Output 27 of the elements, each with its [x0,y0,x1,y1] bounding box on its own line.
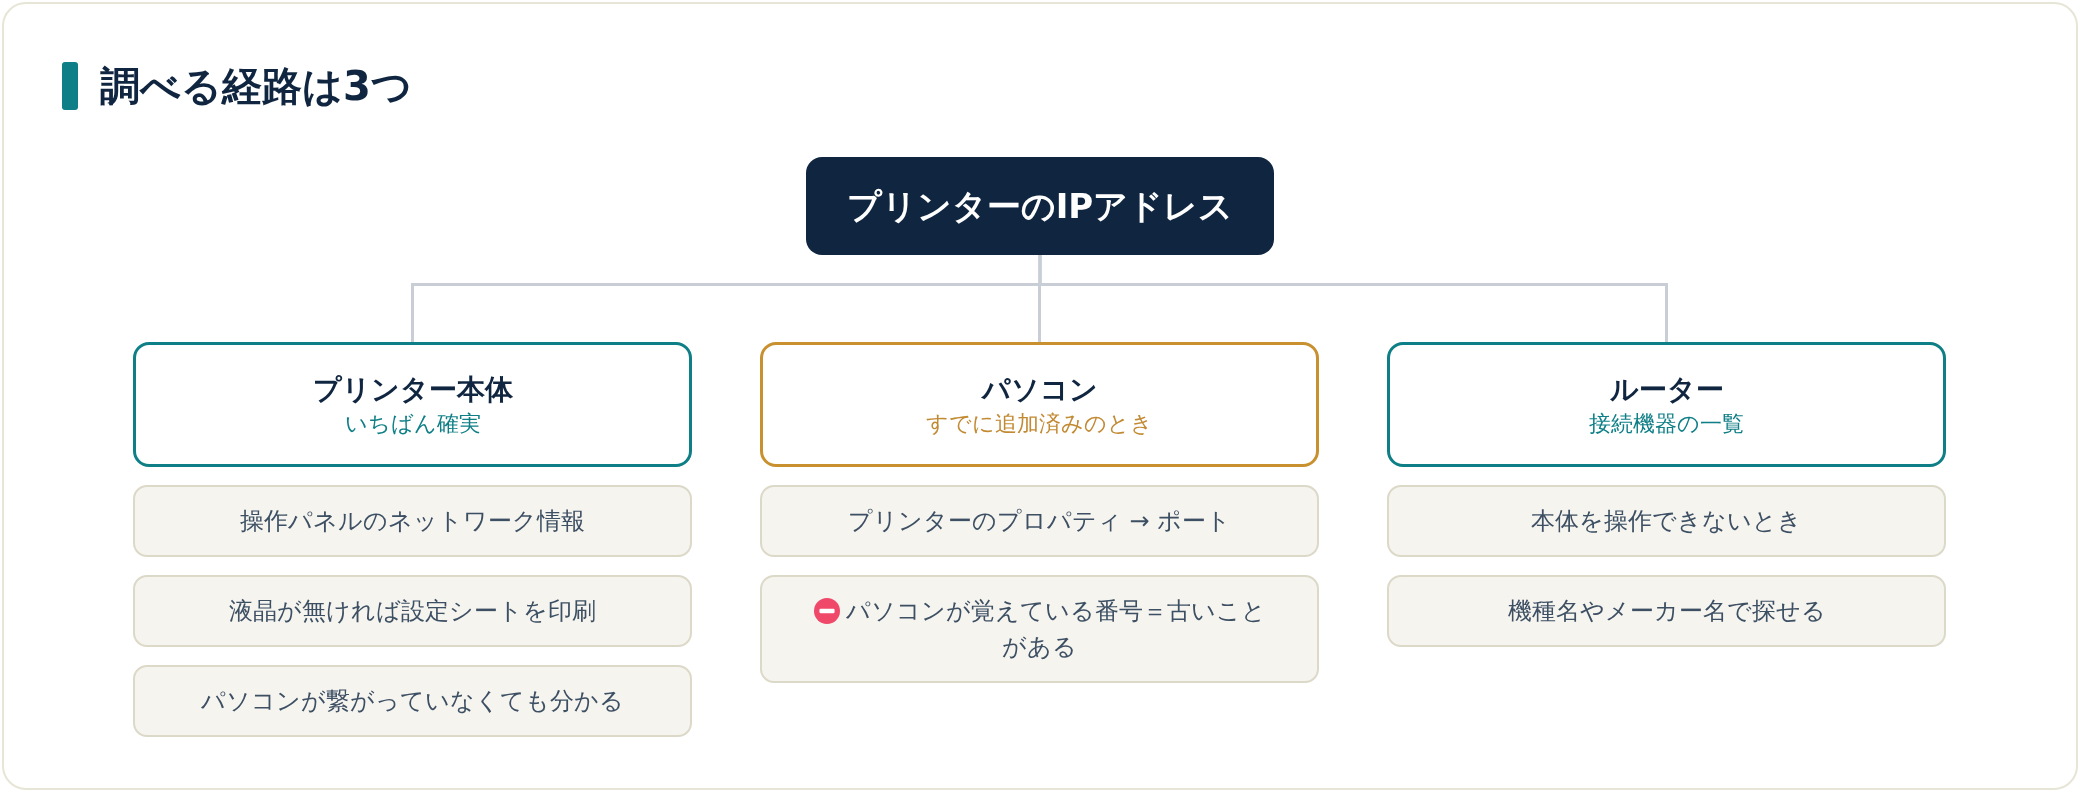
info-card [133,485,692,557]
info-card [1387,575,1946,647]
category-box [133,342,692,467]
heading-text: プリンター本体 [312,371,513,408]
info-card [133,665,692,737]
item-text: 本体を操作できないとき [1531,507,1802,535]
info-card [760,485,1319,557]
subtitle-text: いちばん確実 [344,409,481,438]
subtitle-text: 接続機器の一覧 [1589,409,1744,438]
heading-text: パソコン [981,371,1098,408]
info-card [760,575,1319,683]
subtitle-text: すでに追加済みのとき [926,409,1153,438]
root-text: プリンターのIPアドレス [846,185,1234,227]
item-text: 操作パネルのネットワーク情報 [240,507,585,535]
category-box [760,342,1319,467]
connector-line [1038,255,1668,342]
item-text: 液晶が無ければ設定シートを印刷 [229,597,596,625]
heading-text: ルーター [1609,371,1724,408]
info-card [133,575,692,647]
title-text: 調べる経路は3つ [100,62,412,110]
item-text: パソコンが覚えている番号＝古いことがある [845,597,1266,661]
item-text: プリンターのプロパティ → ポート [847,507,1232,535]
item-text: 機種名やメーカー名で探せる [1507,597,1826,625]
category-box [1387,342,1946,467]
info-card [1387,485,1946,557]
item-text: パソコンが繋がっていなくても分かる [201,687,624,715]
root-box [806,157,1274,255]
